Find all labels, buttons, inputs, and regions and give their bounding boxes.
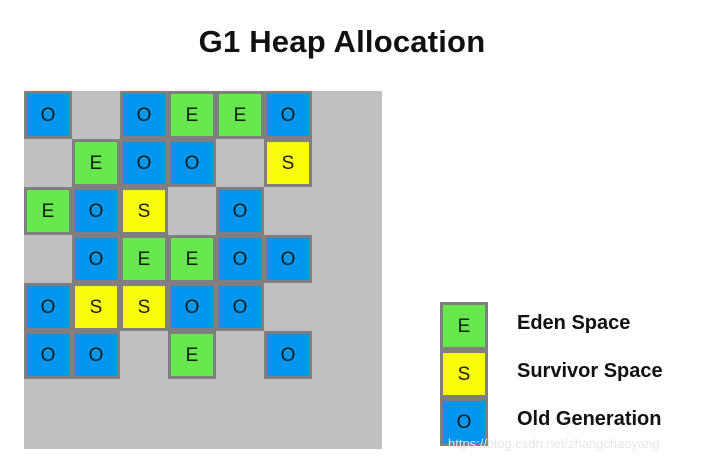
- eden-region: E: [168, 235, 216, 283]
- old-region: O: [72, 235, 120, 283]
- survivor-region: S: [72, 283, 120, 331]
- old-region: O: [24, 91, 72, 139]
- legend-swatch-old: O: [440, 398, 488, 446]
- old-region: O: [72, 187, 120, 235]
- watermark-url: https://blog.csdn.net/zhangchaoyang: [448, 436, 660, 451]
- eden-region: E: [168, 331, 216, 379]
- old-region: O: [120, 91, 168, 139]
- old-region: O: [216, 283, 264, 331]
- eden-region: E: [72, 139, 120, 187]
- eden-region: E: [216, 91, 264, 139]
- old-region: O: [264, 91, 312, 139]
- legend-swatch-eden: E: [440, 302, 488, 350]
- old-region: O: [264, 235, 312, 283]
- old-region: O: [168, 139, 216, 187]
- old-region: O: [24, 331, 72, 379]
- survivor-region: S: [264, 139, 312, 187]
- old-region: O: [24, 283, 72, 331]
- legend-label-survivor: Survivor Space: [517, 360, 663, 382]
- legend-label-old: Old Generation: [517, 408, 662, 430]
- eden-region: E: [24, 187, 72, 235]
- diagram-title: G1 Heap Allocation: [198, 24, 486, 59]
- legend-swatch-survivor: S: [440, 350, 488, 398]
- eden-region: E: [120, 235, 168, 283]
- old-region: O: [168, 283, 216, 331]
- eden-region: E: [168, 91, 216, 139]
- old-region: O: [72, 331, 120, 379]
- survivor-region: S: [120, 187, 168, 235]
- old-region: O: [264, 331, 312, 379]
- old-region: O: [216, 235, 264, 283]
- old-region: O: [120, 139, 168, 187]
- survivor-region: S: [120, 283, 168, 331]
- old-region: O: [216, 187, 264, 235]
- legend-label-eden: Eden Space: [517, 312, 631, 334]
